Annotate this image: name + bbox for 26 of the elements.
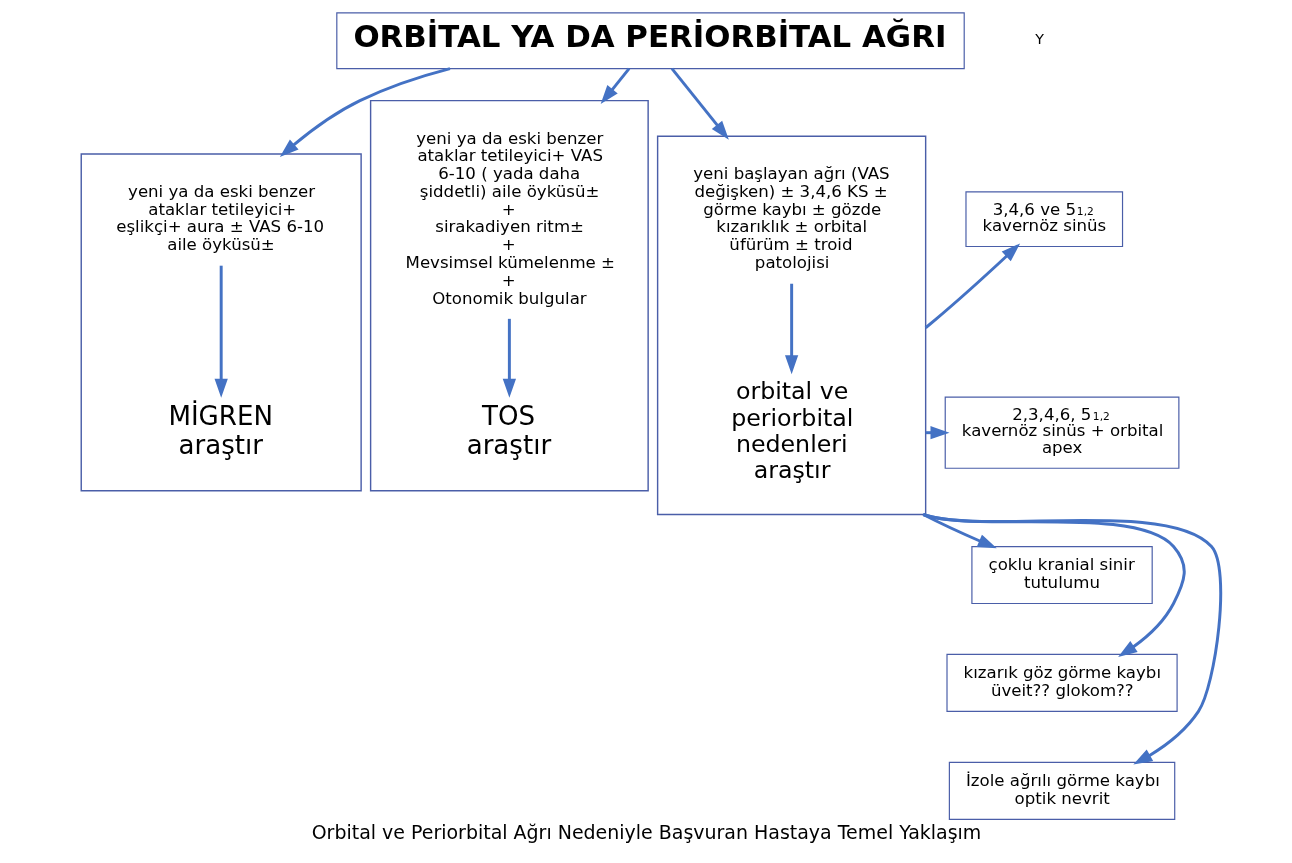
node-text: yeni ya da eski benzer ataklar tetileyici+ VAS 6-10 ( yada daha şiddetli) aile öyküsü± + sirakadiyen ritm± + Mevsimsel kümelenme ± + Otonomik bulgular	[405, 128, 615, 308]
arrow	[279, 67, 450, 157]
cluster	[656, 135, 926, 516]
arrow	[784, 283, 798, 375]
arrow	[922, 513, 1186, 657]
cluster	[369, 99, 649, 492]
arrow	[922, 513, 1222, 765]
node-text: orbital ve periorbital nedenleri araştır	[730, 377, 853, 484]
arrow	[670, 67, 729, 140]
label: Y	[1034, 31, 1044, 48]
node-text: TOS araştır	[466, 401, 551, 460]
cluster	[80, 153, 362, 492]
node-box: ORBİTAL YA DA PERİORBİTAL AĞRI	[335, 12, 965, 70]
arrow	[214, 265, 228, 398]
caption: Orbital ve Periorbital Ağrı Nedeniyle Başvuran Hastaya Temel Yaklaşım	[311, 821, 981, 844]
node-box: İzole ağrılı görme kaybı optik nevrit	[948, 761, 1175, 820]
node-text: MİGREN araştır	[167, 401, 273, 460]
arrow	[502, 318, 516, 398]
node-box: 3,4,6 ve 51,2 kavernöz sinüs	[964, 191, 1123, 248]
arrow	[600, 67, 630, 105]
node-box: kızarık göz görme kaybı üveit?? glokom??	[945, 653, 1178, 712]
node-text: yeni başlayan ağrı (VAS değişken) ± 3,4,6 KS ± görme kaybı ± gözde kızarıklık ± orbital üfürüm ± troid patolojisi	[692, 164, 890, 273]
arrow	[924, 243, 1020, 329]
node-box: çoklu kranial sinir tutulumu	[970, 545, 1153, 605]
arrow	[922, 513, 997, 549]
node-text: yeni ya da eski benzer ataklar tetileyici+ eşlikçi+ aura ± VAS 6-10 aile öyküsü±	[115, 181, 324, 255]
